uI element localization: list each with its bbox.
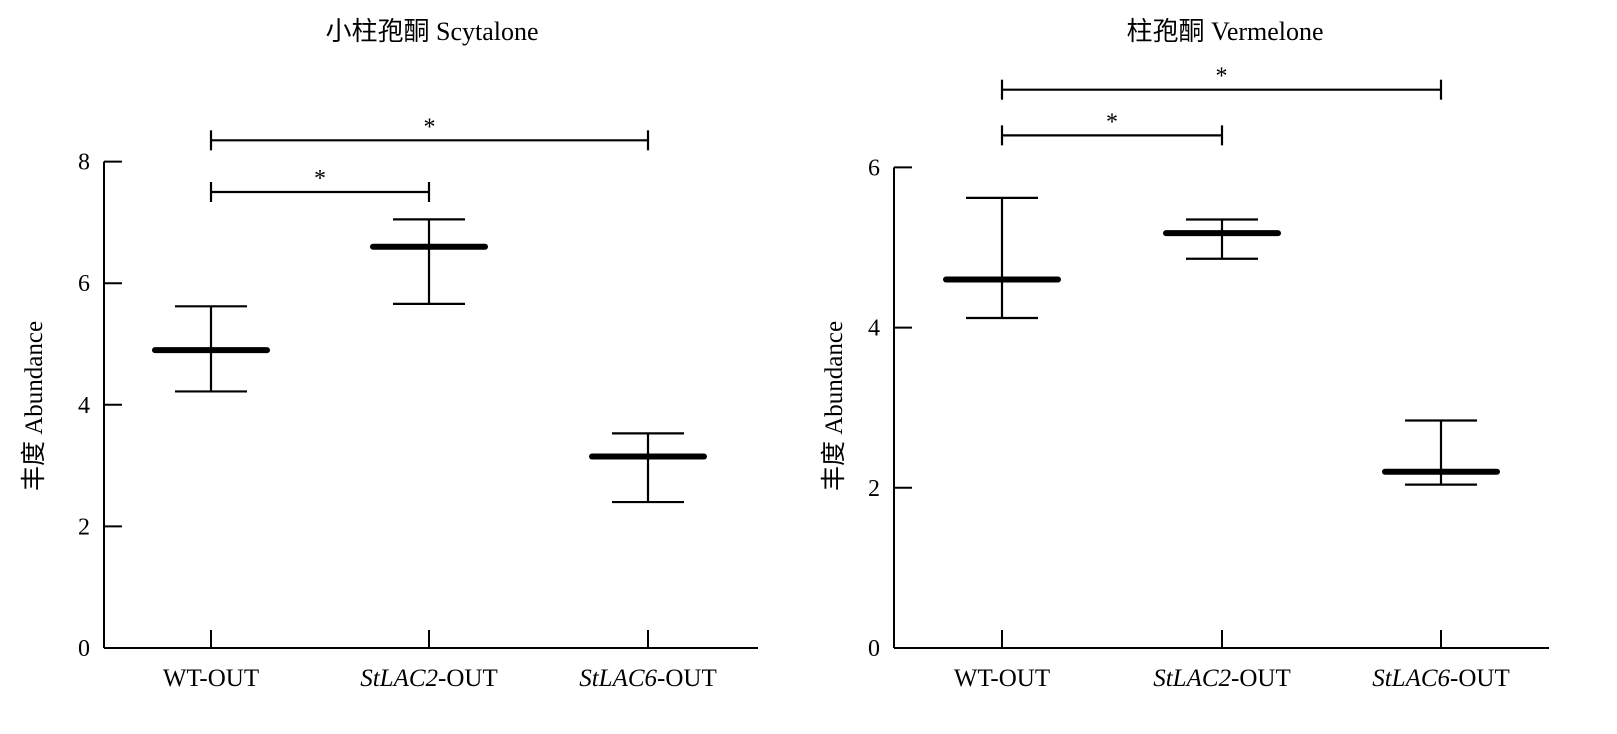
chart-title: 小柱孢酮 Scytalone bbox=[325, 17, 538, 46]
x-tick-label: WT-OUT bbox=[954, 665, 1050, 692]
x-tick-label-italic: StLAC6 bbox=[579, 665, 657, 692]
significance-star: * bbox=[314, 166, 326, 192]
chart-panel-vermelone: 柱孢酮 Vermelone 丰度 Abundance 0 2 4 6WT-OUT StLAC… bbox=[820, 17, 1549, 692]
x-tick-label: StLAC2-OUT bbox=[360, 665, 498, 692]
significance-star: * bbox=[424, 114, 436, 140]
x-tick-label-suffix: WT-OUT bbox=[954, 665, 1050, 692]
x-tick-label-suffix: -OUT bbox=[438, 665, 498, 692]
x-tick-label-suffix: -OUT bbox=[657, 665, 717, 692]
y-tick-label: 6 bbox=[78, 271, 90, 297]
x-tick-label-italic: StLAC6 bbox=[1372, 665, 1450, 692]
x-tick-label: StLAC6-OUT bbox=[1372, 665, 1510, 692]
y-tick-label: 2 bbox=[78, 514, 90, 540]
x-tick-label-italic: StLAC2 bbox=[360, 665, 438, 692]
y-axis-label: 丰度 Abundance bbox=[820, 321, 848, 491]
chart-title: 柱孢酮 Vermelone bbox=[1126, 17, 1323, 46]
y-tick-label: 4 bbox=[78, 393, 90, 419]
x-tick-label-suffix: WT-OUT bbox=[163, 665, 259, 692]
y-tick-label: 0 bbox=[78, 636, 90, 662]
y-tick-label: 6 bbox=[868, 155, 880, 181]
x-tick-label: WT-OUT bbox=[163, 665, 259, 692]
x-tick-label-italic: StLAC2 bbox=[1153, 665, 1231, 692]
y-axis-label: 丰度 Abundance bbox=[20, 321, 48, 491]
x-tick-label: StLAC2-OUT bbox=[1153, 665, 1291, 692]
x-tick-label-suffix: -OUT bbox=[1231, 665, 1291, 692]
y-tick-label: 0 bbox=[868, 636, 880, 662]
significance-star: * bbox=[1216, 64, 1228, 90]
chart-panel-scytalone: 小柱孢酮 Scytalone 丰度 Abundance 0 2 4 6 8WT-OUT StL… bbox=[20, 17, 758, 692]
y-tick-label: 8 bbox=[78, 150, 90, 176]
y-tick-label: 2 bbox=[868, 476, 880, 502]
significance-star: * bbox=[1106, 109, 1118, 135]
y-tick-label: 4 bbox=[868, 316, 880, 342]
x-tick-label: StLAC6-OUT bbox=[579, 665, 717, 692]
x-tick-label-suffix: -OUT bbox=[1450, 665, 1510, 692]
